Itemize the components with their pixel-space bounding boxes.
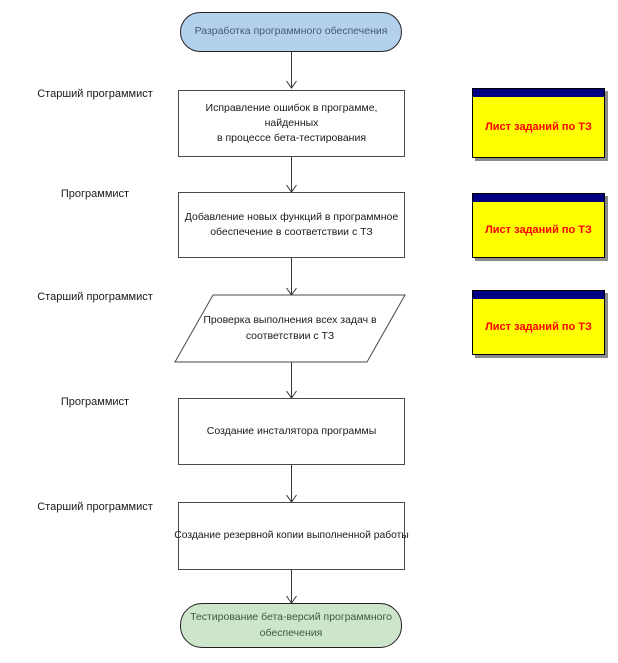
connector-step3-to-step4 [286, 362, 297, 399]
sticky-note-text: Лист заданий по ТЗ [485, 320, 592, 333]
sticky-note-header-bar [473, 194, 604, 202]
sticky-note-task-sheet-2: Лист заданий по ТЗ [472, 193, 605, 258]
arrowhead-icon [286, 287, 297, 296]
process-step-fix-bugs: Исправление ошибок в программе, найденны… [178, 90, 405, 157]
process-step-create-installer: Создание инсталятора программы [178, 398, 405, 465]
sticky-note-header-bar [473, 291, 604, 299]
sticky-note-task-sheet-3: Лист заданий по ТЗ [472, 290, 605, 355]
sticky-note-header-bar [473, 89, 604, 97]
sticky-note-text: Лист заданий по ТЗ [485, 121, 592, 133]
role-label-senior-programmer-3: Старший программист [37, 501, 153, 513]
start-terminator: Разработка программного обеспечения [180, 12, 402, 52]
arrowhead-icon [286, 184, 297, 193]
role-label-programmer-1: Программист [60, 188, 130, 200]
arrowhead-icon [286, 80, 297, 89]
role-label-senior-programmer-2: Старший программист [37, 291, 153, 303]
arrowhead-icon [286, 390, 297, 399]
connector-step2-to-step3 [286, 258, 297, 296]
connector-step5-to-end [286, 570, 297, 604]
role-label-senior-programmer-1: Старший программист [37, 88, 153, 100]
arrowhead-icon [286, 494, 297, 503]
connector-step1-to-step2 [286, 157, 297, 193]
role-label-programmer-2: Программист [60, 396, 130, 408]
connector-step4-to-step5 [286, 465, 297, 503]
process-step-create-backup: Создание резервной копии выполненной раб… [174, 502, 409, 570]
parallelogram-step-check-tasks: Проверка выполнения всех задач в соответ… [203, 314, 377, 342]
sticky-note-text: Лист заданий по ТЗ [485, 223, 592, 236]
process-step-add-functions: Добавление новых функций в программное о… [178, 192, 405, 258]
arrowhead-icon [286, 595, 297, 604]
sticky-note-task-sheet-1: Лист заданий по ТЗ [472, 88, 605, 158]
connector-start-to-step1 [286, 52, 297, 89]
end-terminator: Тестирование бета-версий программного об… [180, 603, 402, 648]
